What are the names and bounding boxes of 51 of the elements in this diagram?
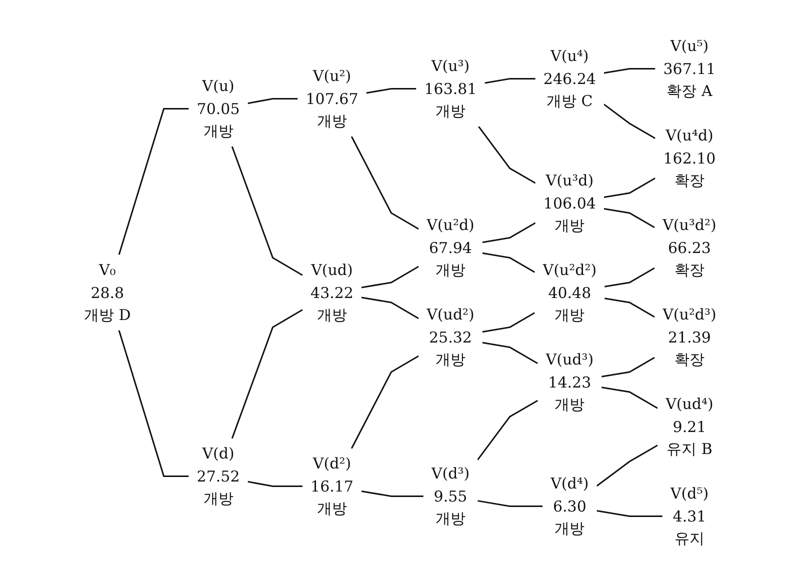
connector xyxy=(118,108,190,254)
connector xyxy=(232,146,304,276)
connector xyxy=(604,176,656,198)
node-text: V(d³) 9.55 개방 xyxy=(432,464,470,527)
connector xyxy=(596,444,658,486)
connector xyxy=(484,78,536,84)
node-text: V(u³d) 106.04 개방 xyxy=(544,170,596,234)
node-text: V(u²) 107.67 개방 xyxy=(306,66,359,130)
node-text: V(u³) 163.81 개방 xyxy=(424,56,478,120)
node-text: V(d²) 16.17 개방 xyxy=(310,454,354,517)
connector xyxy=(351,136,420,230)
connector xyxy=(604,266,656,287)
node-text: V(u²d³) 21.39 확장 xyxy=(662,305,717,368)
connector xyxy=(248,480,303,486)
node-text: V(u) 70.05 개방 xyxy=(197,76,240,140)
connector xyxy=(362,296,420,319)
connector xyxy=(232,308,304,438)
connector xyxy=(366,88,417,94)
connector xyxy=(602,386,658,408)
connector xyxy=(482,252,536,272)
connector xyxy=(482,341,538,364)
connector xyxy=(604,297,656,318)
node-text: V(ud⁴) 9.21 유지 B xyxy=(666,394,714,458)
connector xyxy=(478,500,543,506)
node-text: V(d⁵) 4.31 유지 xyxy=(670,484,709,547)
connector xyxy=(602,356,656,377)
node-text: V(u⁵) 367.11 확장 A xyxy=(664,36,716,100)
connector xyxy=(604,103,656,139)
connector xyxy=(351,354,420,448)
connector xyxy=(482,312,536,332)
connector xyxy=(482,222,536,243)
node-text: V(u²d²) 40.48 개방 xyxy=(543,260,597,324)
connector xyxy=(362,490,424,496)
node-text: V(u⁴) 246.24 개방 C xyxy=(544,46,596,110)
connector xyxy=(604,207,656,228)
node-text: V₀ 28.8 개방 D xyxy=(84,260,132,324)
node-text: V(ud²) 25.32 개방 xyxy=(426,305,475,368)
node-text: V(ud³) 14.23 개방 xyxy=(546,350,594,413)
connector xyxy=(596,510,663,516)
node-text: V(ud) 43.22 개방 xyxy=(310,260,354,324)
connector xyxy=(604,68,656,74)
node-text: V(u³d²) 66.23 확장 xyxy=(662,216,717,278)
connector xyxy=(118,330,190,476)
connector xyxy=(362,265,420,288)
node-text: V(d) 27.52 개방 xyxy=(197,444,240,507)
connector xyxy=(478,126,536,184)
connector xyxy=(248,98,298,104)
node-text: V(d⁴) 6.30 개방 xyxy=(550,474,590,537)
node-text: V(u²d) 67.94 개방 xyxy=(426,216,475,278)
connector xyxy=(477,399,538,460)
node-text: V(u⁴d) 162.10 확장 xyxy=(664,126,716,189)
